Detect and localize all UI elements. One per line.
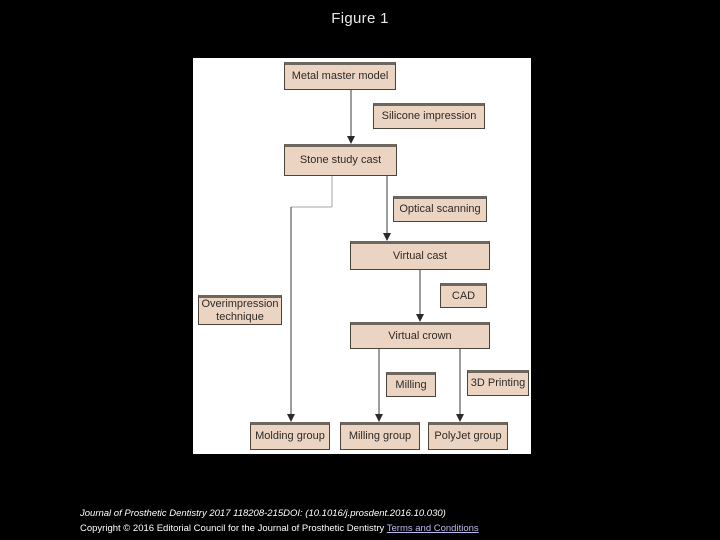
node-optical-scanning: Optical scanning: [393, 196, 487, 222]
node-virtual-crown: Virtual crown: [350, 322, 490, 349]
copyright-line: Copyright © 2016 Editorial Council for t…: [80, 521, 700, 536]
flow-connectors: [287, 90, 464, 422]
copyright-text: Copyright © 2016 Editorial Council for t…: [80, 523, 387, 534]
node-milling: Milling: [386, 372, 436, 397]
arrowhead-to-milling-group: [375, 414, 383, 422]
node-polyjet-group: PolyJet group: [428, 422, 508, 450]
node-metal-master-model: Metal master model: [284, 62, 396, 90]
node-3d-printing: 3D Printing: [467, 370, 529, 396]
node-cad: CAD: [440, 283, 487, 308]
node-silicone-impression: Silicone impression: [373, 103, 485, 129]
figure-title: Figure 1: [331, 10, 389, 27]
arrowhead-to-polyjet-group: [456, 414, 464, 422]
arrowhead-to-stone-study-cast: [347, 136, 355, 144]
node-virtual-cast: Virtual cast: [350, 241, 490, 270]
terms-and-conditions-link[interactable]: Terms and Conditions: [386, 523, 479, 534]
node-stone-study-cast: Stone study cast: [284, 144, 397, 176]
node-molding-group: Molding group: [250, 422, 330, 450]
arrowhead-to-virtual-crown: [416, 314, 424, 322]
figure-panel: Metal master model Silicone impression S…: [193, 58, 531, 454]
node-overimpression-technique: Overimpression technique: [198, 295, 282, 325]
citation-text: Journal of Prosthetic Dentistry 2017 118…: [80, 508, 446, 519]
arrowhead-to-molding-group: [287, 414, 295, 422]
node-milling-group: Milling group: [340, 422, 420, 450]
arrowhead-to-virtual-cast: [383, 233, 391, 241]
slide-footer: Journal of Prosthetic Dentistry 2017 118…: [80, 506, 700, 536]
